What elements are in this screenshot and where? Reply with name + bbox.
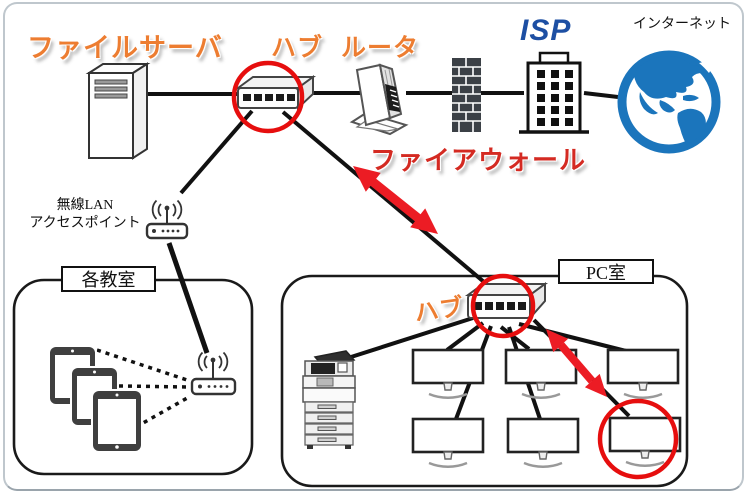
wireless-dotted-lines	[96, 348, 191, 429]
dotted-tablet1-router	[96, 348, 191, 383]
classroom-zone-label: 各教室	[61, 266, 156, 292]
line-pchub-monitor3	[518, 322, 627, 353]
line-pchub-monitor2	[499, 325, 531, 351]
red-circle-hub-top	[231, 60, 305, 134]
line-pchub-copier	[350, 316, 474, 359]
monitor-4-icon	[411, 417, 485, 468]
red-circle-monitor6	[597, 398, 679, 480]
tablet-3-icon	[91, 389, 143, 453]
router-label: ルータ	[341, 34, 420, 62]
monitor-3-icon	[606, 348, 680, 399]
firewall-icon	[452, 58, 481, 132]
monitor-6-icon	[608, 416, 682, 467]
isp-label: ISP	[520, 14, 572, 47]
pc-room-zone-label: PC室	[558, 259, 654, 284]
red-circle-pc-hub	[470, 273, 536, 339]
pc-hub-icon	[464, 282, 549, 321]
line-ap-classroom-router	[166, 242, 210, 354]
monitor-2-icon	[504, 348, 578, 399]
copier-icon	[302, 350, 356, 449]
internet-globe-icon	[617, 50, 721, 154]
globe-arrow-cutout	[699, 59, 717, 73]
pc-room-zone-box	[280, 274, 689, 488]
firewall-label: ファイアウォール	[370, 145, 587, 175]
router-icon	[349, 63, 409, 136]
copier-drawers	[304, 401, 354, 446]
dotted-tablet3-router	[135, 395, 190, 429]
isp-building-icon	[519, 51, 589, 134]
internet-label: インターネット	[633, 17, 731, 32]
line-hub-pchub	[281, 110, 499, 295]
red-arrow-pchub-to-monitor6	[546, 329, 607, 397]
file-server-icon	[85, 62, 151, 160]
line-hub-ap	[179, 109, 254, 195]
hub-top-label: ハブ	[271, 34, 324, 62]
line-pchub-monitor1	[445, 321, 485, 352]
wireless-ap-icon	[145, 199, 189, 240]
red-arrow-hub-to-pchub	[353, 166, 438, 234]
line-isp-internet	[583, 91, 619, 99]
monitor-5-icon	[506, 417, 580, 468]
monitor-1-icon	[411, 348, 485, 399]
file-server-label: ファイルサーバ	[27, 33, 223, 63]
dotted-tablet2-router	[118, 384, 191, 389]
classroom-router-icon	[190, 351, 237, 396]
pc-hub-label: ハブ	[412, 293, 467, 328]
diagram-border-frame	[3, 2, 744, 491]
